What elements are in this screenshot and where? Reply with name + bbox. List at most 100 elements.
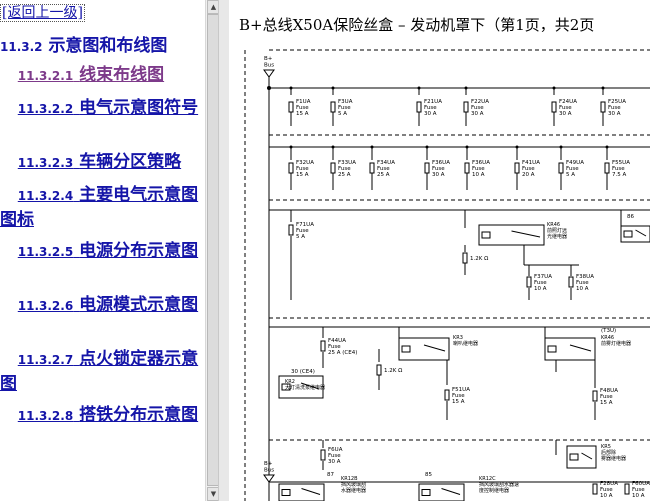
fuse-symbol <box>330 162 336 174</box>
fuse-rating: 25 A <box>377 172 390 178</box>
nav-item-link[interactable]: 11.3.2.2 电气示意图符号 <box>18 98 198 118</box>
scroll-thumb[interactable] <box>207 14 218 486</box>
nav-item-number[interactable]: 11.3.2.6 <box>17 299 74 313</box>
fuse-symbol <box>604 162 610 174</box>
fuse-rating: 20 A <box>522 172 535 178</box>
fuse-rating: 25 A <box>338 172 351 178</box>
fuse-symbol <box>464 162 470 174</box>
fuse-symbol <box>551 101 557 113</box>
fuse-label: Fuse <box>377 166 390 172</box>
nav-item-11-3-2-8[interactable]: 11.3.2.8 搭铁分布示意图 <box>0 403 205 428</box>
nav-item-link[interactable]: 11.3.2.7 点火锁定器示意图 <box>0 349 198 394</box>
nav-item-11-3-2-2[interactable]: 11.3.2.2 电气示意图符号 <box>0 96 205 121</box>
nav-item-number[interactable]: 11.3.2.2 <box>17 102 74 116</box>
nav-item-number[interactable]: 11.3.2.3 <box>17 156 74 170</box>
fuse-label: Fuse <box>608 105 621 111</box>
fuse-name: F32UA <box>296 160 314 166</box>
scroll-down-icon[interactable]: ▼ <box>207 487 218 501</box>
pin-label: 30 (CE4) <box>291 369 315 375</box>
fuse-symbol <box>320 449 326 461</box>
nav-item-title[interactable]: 电气示意图符号 <box>79 98 199 118</box>
junction-dot <box>515 145 519 149</box>
nav-item-link[interactable]: 11.3.2.4 主要电气示意图图标 <box>0 185 198 230</box>
nav-item-number[interactable]: 11.3.2.4 <box>17 189 74 203</box>
fuse-symbol <box>526 276 532 288</box>
fuse-label: Fuse <box>296 105 309 111</box>
bus-label: B+ <box>264 56 273 62</box>
fuse-symbol <box>558 162 564 174</box>
nav-item-11-3-2-5[interactable]: 11.3.2.5 电源分布示意图 <box>0 239 205 264</box>
nav-item-number[interactable]: 11.3.2.5 <box>17 245 74 259</box>
nav-item-title[interactable]: 搭铁分布示意图 <box>79 405 199 425</box>
fuse-rating: 30 A <box>471 111 484 117</box>
fuse-label: Fuse <box>471 105 484 111</box>
fuse-rating: 10 A <box>632 493 645 499</box>
nav-item-number[interactable]: 11.3.2.8 <box>17 409 74 423</box>
pin-label: 86 <box>627 214 634 220</box>
fuse-rating: 10 A <box>472 172 485 178</box>
nav-item-11-3-2-3[interactable]: 11.3.2.3 车辆分区策略 <box>0 150 205 175</box>
scroll-up-icon[interactable]: ▲ <box>207 0 218 14</box>
relay-kr12b-label: KR12B <box>341 476 358 482</box>
fuse-symbol <box>624 483 630 495</box>
nav-item-link[interactable]: 11.3.2.8 搭铁分布示意图 <box>18 405 198 425</box>
nav-item-title[interactable]: 电源模式示意图 <box>79 295 199 315</box>
bus-label: Bus <box>264 468 274 474</box>
relay-kr12b <box>278 483 325 501</box>
nav-item-title[interactable]: 主要电气示意图图标 <box>0 185 199 230</box>
fuse-name: F25UA <box>608 99 626 105</box>
fuse-rating: 25 A (CE4) <box>328 350 357 356</box>
fuse-name: F33UA <box>338 160 356 166</box>
fuse-symbol <box>600 101 606 113</box>
relay-kr46-label: 前照灯远 <box>547 227 567 234</box>
nav-item-title[interactable]: 电源分布示意图 <box>79 241 199 261</box>
fuse-name: F22UA <box>471 99 489 105</box>
relay-kr2-label: KR2 <box>285 379 295 385</box>
relay-kr12c-label: 度控制继电器 <box>479 487 509 494</box>
nav-item-11-3-2-1[interactable]: 11.3.2.1 线束布线图 <box>0 63 205 88</box>
relay-coil <box>401 345 411 353</box>
relay-kr46b <box>544 337 596 361</box>
nav-item-title[interactable]: 车辆分区策略 <box>79 152 182 172</box>
nav-item-link[interactable]: 11.3.2.5 电源分布示意图 <box>18 241 198 261</box>
fuse-label: Fuse <box>534 280 547 286</box>
nav-item-11-3-2-7[interactable]: 11.3.2.7 点火锁定器示意图 <box>0 347 205 396</box>
fuse-label: Fuse <box>424 105 437 111</box>
fuse-label: Fuse <box>472 166 485 172</box>
diagram-title: B+总线X50A保险丝盒 – 发动机罩下（第1页，共2页 <box>239 16 595 34</box>
relay-coil <box>421 489 431 496</box>
fuse-name: F36UA <box>432 160 450 166</box>
relay-kr12c <box>418 483 465 501</box>
fuse-name: F38UA <box>576 274 594 280</box>
relay-coil <box>569 453 579 461</box>
fuse-name: F21UA <box>424 99 442 105</box>
junction-dot <box>331 145 335 149</box>
fuse-rating: 10 A <box>576 286 589 292</box>
nav-item-link[interactable]: 11.3.2.1 线束布线图 <box>18 65 164 85</box>
fuse-symbol <box>592 483 598 495</box>
fuse-label: Fuse <box>452 393 465 399</box>
fuse-name: F60UA <box>632 481 650 487</box>
nav-item-link[interactable]: 11.3.2.6 电源模式示意图 <box>18 295 198 315</box>
nav-item-title[interactable]: 点火锁定器示意图 <box>0 349 199 394</box>
navigation-pane: [返回上一级] 11.3.2 示意图和布线图 11.3.2.1 线束布线图 11… <box>0 0 218 501</box>
fuse-rating: 30 A <box>559 111 572 117</box>
back-link[interactable]: [返回上一级] <box>0 4 85 22</box>
nav-item-number[interactable]: 11.3.2.7 <box>17 353 74 367</box>
nav-item-link[interactable]: 11.3.2.3 车辆分区策略 <box>18 152 181 172</box>
fuse-symbol <box>514 162 520 174</box>
bus-arrow-icon <box>263 69 275 78</box>
nav-item-11-3-2-4[interactable]: 11.3.2.4 主要电气示意图图标 <box>0 183 205 232</box>
nav-scrollbar[interactable]: ▲ ▼ <box>205 0 218 501</box>
fuse-name: F37UA <box>534 274 552 280</box>
relay-switch <box>569 344 592 352</box>
relay-kr5-label: 后部除 <box>601 449 616 456</box>
nav-item-title[interactable]: 线束布线图 <box>79 65 165 85</box>
nav-item-11-3-2-6[interactable]: 11.3.2.6 电源模式示意图 <box>0 293 205 318</box>
relay-kr5 <box>566 445 597 469</box>
fuse-name: F6UA <box>328 447 343 453</box>
fuse-rating: 30 A <box>424 111 437 117</box>
nav-item-number[interactable]: 11.3.2.1 <box>17 69 74 83</box>
junction-dot <box>417 86 421 90</box>
